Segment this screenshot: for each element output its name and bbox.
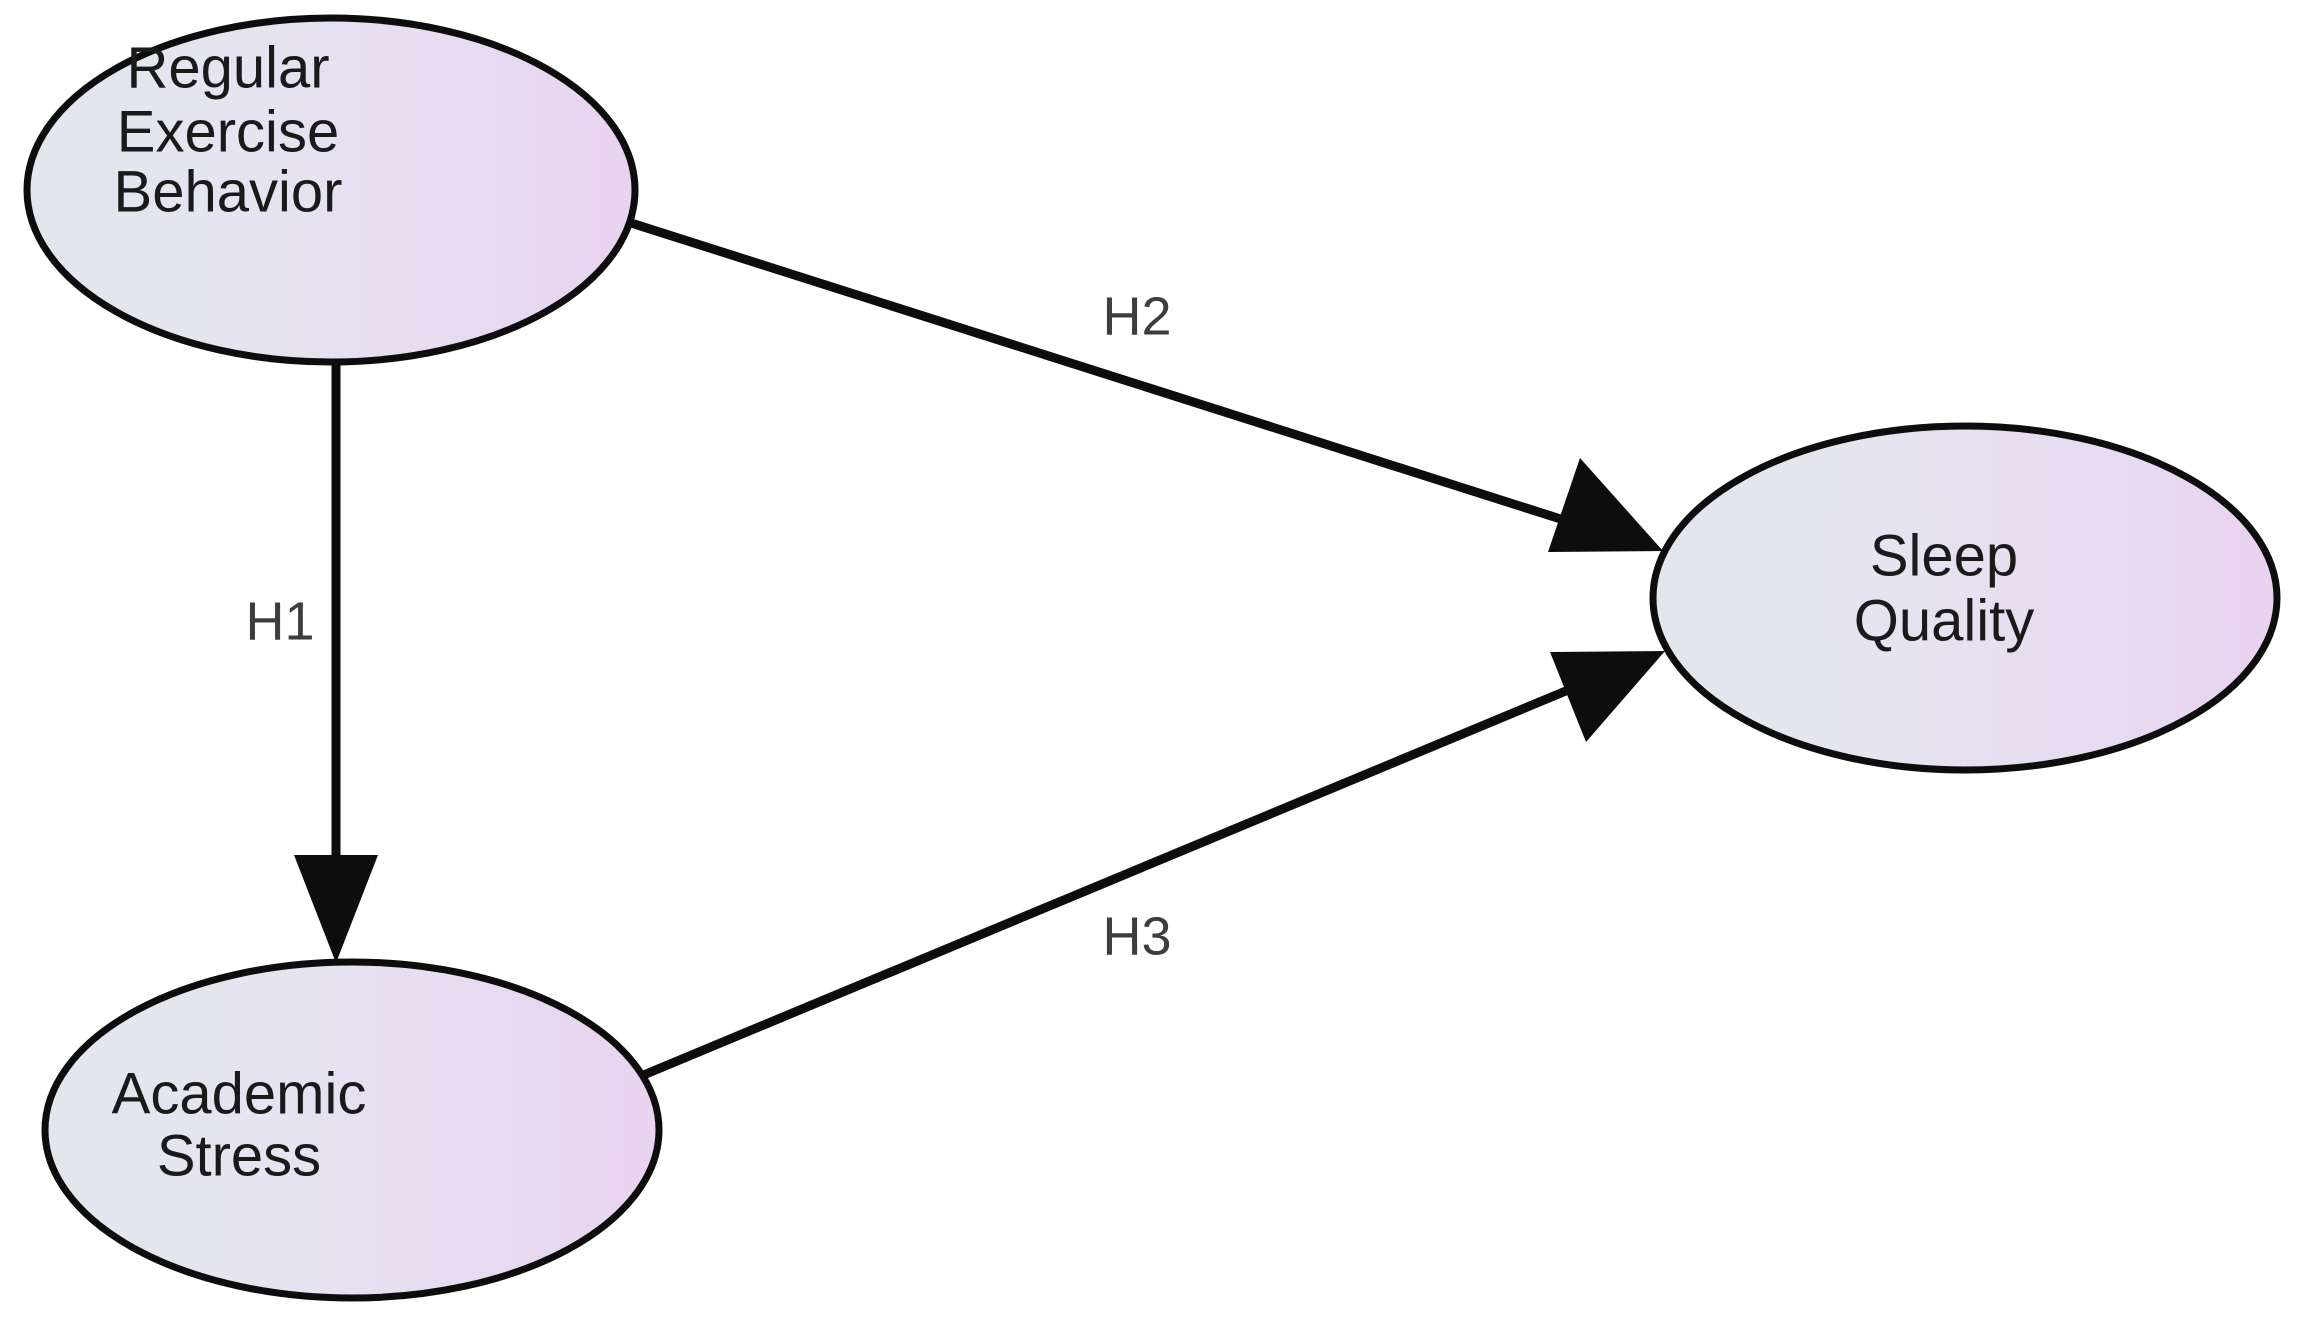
edge-h3[interactable]: H3	[632, 651, 1665, 1084]
node-academic-stress[interactable]: Academic Stress	[41, 958, 663, 1302]
edge-h1-label: H1	[245, 591, 314, 651]
edge-h1[interactable]: H1	[245, 358, 378, 963]
node-sleep-quality-line-2: Quality	[1854, 588, 2035, 653]
edge-h2-arrowhead	[1548, 458, 1663, 552]
node-regular-exercise-behavior-line-2: Exercise	[117, 99, 339, 164]
edge-h3-arrowhead	[1550, 651, 1665, 742]
node-academic-stress-line-2: Stress	[157, 1123, 321, 1188]
node-academic-stress-line-1: Academic	[112, 1061, 367, 1126]
node-sleep-quality-shape	[1649, 422, 2281, 774]
node-sleep-quality[interactable]: Sleep Quality	[1649, 422, 2281, 774]
node-academic-stress-shape	[41, 958, 663, 1302]
node-sleep-quality-line-1: Sleep	[1870, 523, 2018, 588]
edge-h3-line	[632, 683, 1575, 1084]
node-regular-exercise-behavior-shape	[23, 14, 639, 366]
node-regular-exercise-behavior-line-3: Behavior	[114, 159, 343, 224]
edge-h2[interactable]: H2	[626, 217, 1663, 552]
node-regular-exercise-behavior[interactable]: Regular Exercise Behavior	[23, 14, 639, 366]
node-regular-exercise-behavior-line-1: Regular	[126, 35, 329, 100]
edge-h2-label: H2	[1102, 286, 1171, 346]
edge-h2-line	[626, 217, 1572, 527]
edge-h3-label: H3	[1102, 906, 1171, 966]
edge-h1-arrowhead	[294, 855, 378, 963]
